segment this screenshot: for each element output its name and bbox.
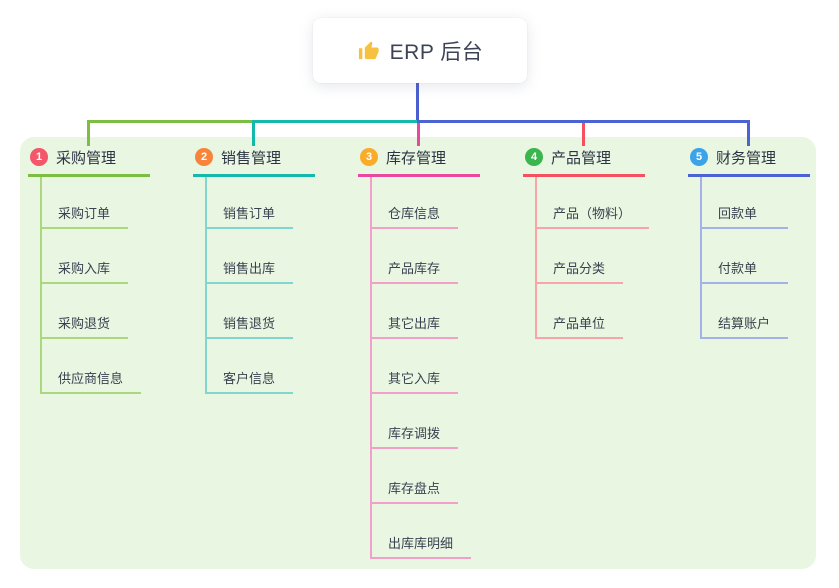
leaf-node[interactable]: 库存盘点: [372, 449, 459, 504]
leaf-node[interactable]: 销售退货: [207, 284, 294, 339]
branch-column-5: 5 财务管理 回款单付款单结算账户: [688, 147, 838, 339]
branches-panel: [20, 137, 816, 569]
branch-number-badge-icon: 4: [525, 148, 543, 166]
branch-node-3[interactable]: 3 库存管理: [358, 147, 480, 177]
branch-node-5[interactable]: 5 财务管理: [688, 147, 810, 177]
drop-connector-line-2: [252, 120, 255, 146]
leaf-node[interactable]: 其它入库: [372, 339, 459, 394]
leaf-node[interactable]: 供应商信息: [42, 339, 142, 394]
drop-connector-line-3: [417, 120, 420, 146]
branch-number-badge-icon: 1: [30, 148, 48, 166]
branch-children: 销售订单销售出库销售退货客户信息: [205, 177, 343, 394]
root-node-title: ERP 后台: [389, 40, 484, 64]
branch-node-2[interactable]: 2 销售管理: [193, 147, 315, 177]
branch-node-label: 财务管理: [716, 149, 777, 167]
leaf-node[interactable]: 采购订单: [42, 177, 129, 229]
branch-node-1[interactable]: 1 采购管理: [28, 147, 150, 177]
leaf-node[interactable]: 产品单位: [537, 284, 624, 339]
leaf-node[interactable]: 客户信息: [207, 339, 294, 394]
leaf-node[interactable]: 回款单: [702, 177, 788, 229]
branch-column-1: 1 采购管理 采购订单采购入库采购退货供应商信息: [28, 147, 178, 394]
branch-number-badge-icon: 5: [690, 148, 708, 166]
leaf-node[interactable]: 采购入库: [42, 229, 129, 284]
leaf-node[interactable]: 产品（物料）: [537, 177, 650, 229]
leaf-node[interactable]: 仓库信息: [372, 177, 459, 229]
drop-connector-line-4: [582, 120, 585, 146]
branch-column-4: 4 产品管理 产品（物料）产品分类产品单位: [523, 147, 673, 339]
leaf-node[interactable]: 其它出库: [372, 284, 459, 339]
branch-children: 回款单付款单结算账户: [700, 177, 838, 339]
branch-column-2: 2 销售管理 销售订单销售出库销售退货客户信息: [193, 147, 343, 394]
leaf-node[interactable]: 销售出库: [207, 229, 294, 284]
branch-children: 产品（物料）产品分类产品单位: [535, 177, 673, 339]
leaf-node[interactable]: 付款单: [702, 229, 788, 284]
branch-number-badge-icon: 3: [360, 148, 378, 166]
bus-connector-segment-2: [252, 120, 418, 123]
leaf-node[interactable]: 产品库存: [372, 229, 459, 284]
branch-column-3: 3 库存管理 仓库信息产品库存其它出库其它入库库存调拨库存盘点出库库明细: [358, 147, 508, 559]
branch-node-label: 库存管理: [386, 149, 447, 167]
leaf-node[interactable]: 产品分类: [537, 229, 624, 284]
leaf-node[interactable]: 库存调拨: [372, 394, 459, 449]
leaf-node[interactable]: 销售订单: [207, 177, 294, 229]
root-node-erp[interactable]: ERP 后台: [313, 18, 527, 83]
leaf-node[interactable]: 采购退货: [42, 284, 129, 339]
bus-connector-segment-1: [87, 120, 253, 123]
branch-node-label: 采购管理: [56, 149, 117, 167]
bus-connector-segment-3: [417, 120, 750, 123]
branch-node-label: 销售管理: [221, 149, 282, 167]
drop-connector-line-1: [87, 120, 90, 146]
leaf-node[interactable]: 出库库明细: [372, 504, 472, 559]
branch-children: 仓库信息产品库存其它出库其它入库库存调拨库存盘点出库库明细: [370, 177, 508, 559]
thumbs-up-icon: [358, 41, 379, 60]
leaf-node[interactable]: 结算账户: [702, 284, 789, 339]
branch-node-4[interactable]: 4 产品管理: [523, 147, 645, 177]
branch-children: 采购订单采购入库采购退货供应商信息: [40, 177, 178, 394]
branch-node-label: 产品管理: [551, 149, 612, 167]
branch-number-badge-icon: 2: [195, 148, 213, 166]
trunk-connector-line: [416, 82, 419, 121]
drop-connector-line-5: [747, 120, 750, 146]
